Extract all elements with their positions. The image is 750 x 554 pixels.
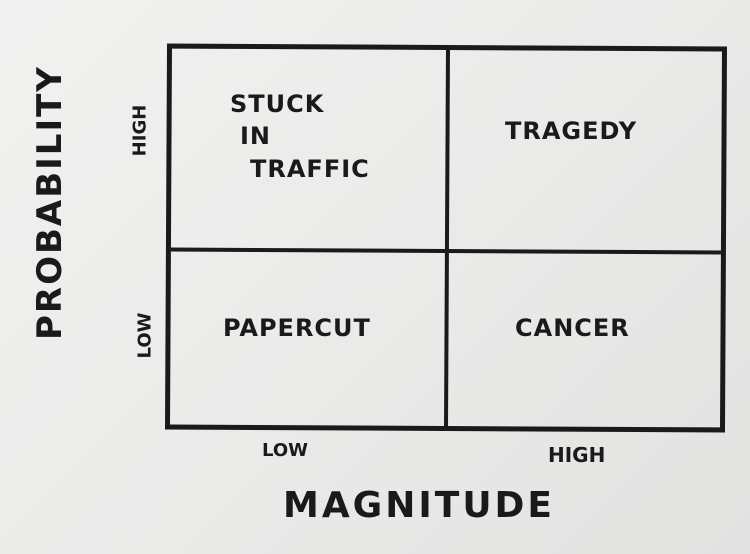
quadrant-text-line: IN xyxy=(240,122,272,151)
y-axis-high-label: HIGH xyxy=(129,104,151,157)
vertical-divider xyxy=(444,49,450,427)
x-axis-low-label: LOW xyxy=(262,440,308,461)
quadrant-top-right: TRAGEDY xyxy=(505,117,638,145)
quadrant-text-line: TRAFFIC xyxy=(250,154,370,183)
y-axis-low-label: LOW xyxy=(134,312,156,359)
quadrant-text-line: STUCK xyxy=(230,90,325,118)
quadrant-bottom-left: PAPERCUT xyxy=(223,314,371,342)
quadrant-bottom-right: CANCER xyxy=(515,314,630,342)
x-axis-title: MAGNITUDE xyxy=(283,485,556,526)
y-axis-title: PROBABILITY xyxy=(30,65,70,340)
x-axis-high-label: HIGH xyxy=(548,443,606,467)
quadrant-top-left: STUCK IN TRAFFIC xyxy=(230,88,370,185)
